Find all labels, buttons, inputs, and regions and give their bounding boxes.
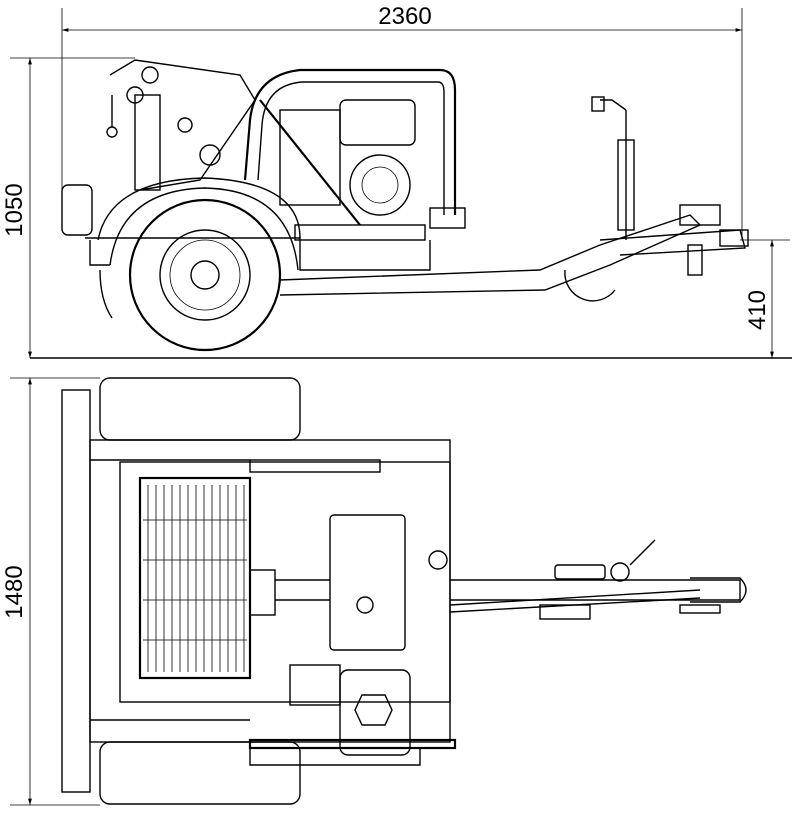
grille-bars	[143, 485, 247, 672]
fuel-tank	[329, 514, 406, 651]
dimension-overall-height: 1050	[1, 57, 135, 358]
dimension-label-hitch: 410	[744, 290, 771, 330]
top-wheel-left	[99, 377, 301, 441]
dimension-label-height: 1050	[1, 183, 28, 236]
dimension-overall-width: 1480	[1, 377, 100, 806]
dimension-overall-length: 2360	[61, 3, 743, 240]
top-wheel-right	[99, 741, 301, 805]
side-view	[61, 59, 749, 352]
dimension-hitch-height: 410	[740, 239, 790, 358]
radiator-grille	[138, 476, 252, 680]
dimension-label-width: 1480	[1, 565, 28, 618]
dimension-label-length: 2360	[378, 3, 431, 30]
side-wheel	[128, 198, 282, 352]
top-view	[61, 377, 747, 805]
engine-flywheel	[349, 154, 411, 216]
engine-tank	[339, 99, 416, 146]
engine-block	[339, 669, 411, 756]
